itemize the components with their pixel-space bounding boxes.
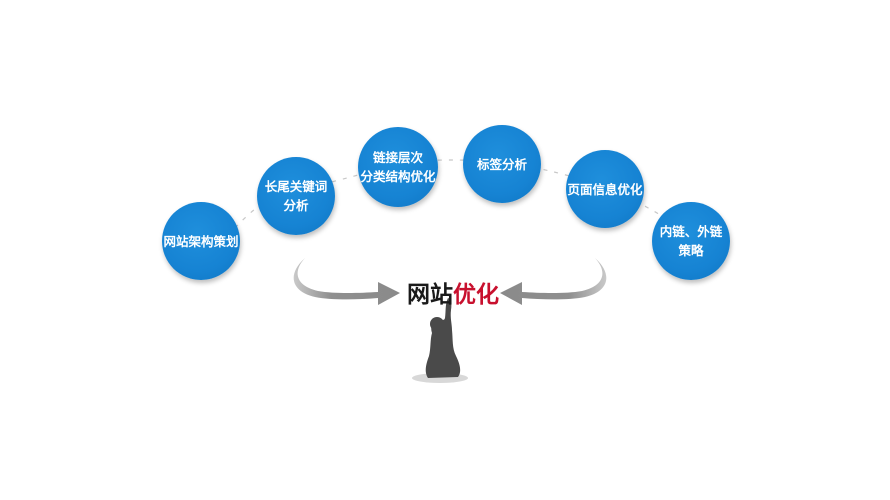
center-title-part2: 优化	[453, 282, 499, 308]
node-label: 页面信息优化	[567, 181, 643, 197]
node-page-info-optimization: 页面信息优化	[566, 150, 644, 228]
node-label: 分类结构优化	[360, 169, 436, 184]
node-tag-analysis: 标签分析	[463, 125, 541, 203]
node-label: 网站架构策划	[163, 233, 239, 249]
node-label: 分析	[283, 198, 309, 213]
node-link-hierarchy-structure-optimization: 链接层次 分类结构优化	[358, 127, 438, 207]
center-title: 网站优化	[407, 275, 499, 309]
node-label: 长尾关键词	[264, 179, 328, 194]
node-label: 链接层次	[372, 150, 423, 165]
node-internal-external-link-strategy: 内链、外链 策略	[652, 202, 730, 280]
right-arrow-icon	[500, 258, 607, 305]
center-title-part1: 网站	[407, 282, 453, 308]
node-site-architecture-planning: 网站架构策划	[162, 202, 240, 280]
left-arrow-icon	[293, 258, 400, 305]
node-long-tail-keyword-analysis: 长尾关键词 分析	[257, 157, 335, 235]
person-silhouette-icon	[412, 298, 468, 383]
node-label: 标签分析	[476, 156, 527, 172]
node-label: 策略	[678, 243, 704, 258]
node-label: 内链、外链	[659, 224, 723, 239]
